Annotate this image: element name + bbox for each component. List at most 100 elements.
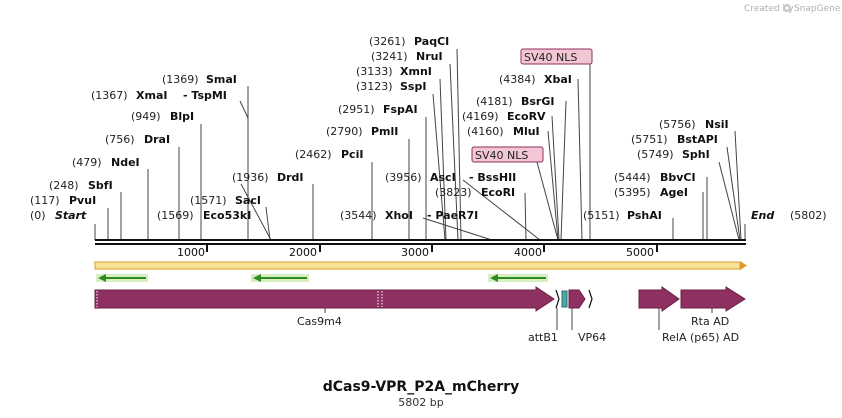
enzyme-name: SacI — [235, 194, 261, 207]
feature-vp64[interactable]: VP64 — [571, 308, 606, 344]
enzyme-name: EcoRI — [481, 186, 515, 199]
enzyme-name: SbfI — [88, 179, 113, 192]
enzyme-pos: (5151) — [583, 209, 620, 222]
ruler-tick-label: 5000 — [626, 246, 654, 259]
feature-cas9m4[interactable]: Cas9m4 — [94, 286, 555, 328]
ruler-tick-label: 1000 — [177, 246, 205, 259]
feature-label: Cas9m4 — [297, 315, 342, 328]
enzyme-name: SmaI — [206, 73, 237, 86]
enzyme-name: PshAI — [627, 209, 662, 222]
enzyme-name: SphI — [682, 148, 710, 161]
enzyme-pos: (1936) — [232, 171, 269, 184]
enzyme-line-asci — [462, 179, 541, 241]
enzyme-name: BstAPI — [677, 133, 718, 146]
enzyme-name: BlpI — [170, 110, 194, 123]
primer-arrow-left-icon[interactable] — [488, 274, 548, 282]
enzyme-name: XmaI — [136, 89, 167, 102]
orf-arrow[interactable] — [94, 261, 747, 270]
enzyme-pos: (2951) — [338, 103, 375, 116]
nls-label: SV40 NLS — [524, 51, 577, 64]
enzyme-name: EcoRV — [507, 110, 546, 123]
enzyme-pos: (2462) — [295, 148, 332, 161]
enzyme-line-bsrgi — [560, 100, 567, 241]
enzyme-pos: (949) — [131, 110, 161, 123]
enzyme-pos: (1369) — [162, 73, 199, 86]
enzyme-line-xmni — [439, 78, 447, 241]
enzyme-name: BsrGI — [521, 95, 554, 108]
enzyme-pos: (3956) — [385, 171, 422, 184]
enzyme-name: - TspMI — [183, 89, 227, 102]
enzyme-pos: (5749) — [637, 148, 674, 161]
enzyme-name: BbvCI — [660, 171, 696, 184]
enzyme-pos: (3123) — [356, 80, 393, 93]
enzyme-name: XbaI — [544, 73, 572, 86]
enzyme-pos: (4384) — [499, 73, 536, 86]
enzyme-name: End — [751, 209, 774, 222]
feature-label: RelA (p65) AD — [662, 331, 739, 344]
enzyme-pos: (1571) — [190, 194, 227, 207]
enzyme-pos: (1367) — [91, 89, 128, 102]
enzyme-name: PaqCI — [414, 35, 449, 48]
enzyme-pos: (5802) — [790, 209, 827, 222]
enzyme-name: AscI — [430, 171, 456, 184]
ruler: 1000 2000 3000 4000 5000 — [177, 244, 658, 259]
feature-rela-p65-ad[interactable]: RelA (p65) AD — [638, 286, 739, 344]
enzyme-pos: (5751) — [631, 133, 668, 146]
enzyme-pos: (0) — [30, 209, 46, 222]
enzyme-name: NsiI — [705, 118, 729, 131]
enzyme-pos: (756) — [105, 133, 135, 146]
enzyme-name: - BssHII — [469, 171, 516, 184]
enzyme-name: SspI — [400, 80, 426, 93]
enzyme-pos: (5395) — [614, 186, 651, 199]
enzyme-pos: (1569) — [157, 209, 194, 222]
enzyme-pos: (3241) — [371, 50, 408, 63]
enzyme-line-xmai — [239, 100, 249, 119]
enzyme-name: - PaeR7I — [427, 209, 478, 222]
enzyme-name: XmnI — [400, 65, 432, 78]
enzyme-name: NruI — [416, 50, 443, 63]
feature-label: Rta AD — [691, 315, 729, 328]
sequence-backbone — [95, 239, 746, 245]
plasmid-title: dCas9-VPR_P2A_mCherry — [323, 379, 520, 395]
primer-arrow-left-icon[interactable] — [96, 274, 148, 282]
enzyme-line-mlui — [547, 130, 559, 241]
nls-box[interactable]: SV40 NLS — [471, 146, 544, 163]
enzyme-name: DraI — [144, 133, 170, 146]
enzyme-line-xhoi — [422, 217, 493, 241]
feature-small-elements[interactable] — [555, 289, 593, 309]
enzyme-line-sphi — [718, 161, 740, 241]
enzyme-name: FspAI — [383, 103, 418, 116]
enzyme-line-saci — [240, 183, 272, 241]
plasmid-length: 5802 bp — [398, 396, 443, 409]
enzyme-line-eco53ki — [265, 206, 271, 241]
enzyme-line-nrui — [449, 63, 459, 241]
enzyme-pos: (3544) — [340, 209, 377, 222]
feature-rta-ad[interactable]: Rta AD — [680, 286, 746, 328]
enzyme-pos: (248) — [49, 179, 79, 192]
nls-box[interactable]: SV40 NLS — [520, 48, 593, 65]
enzyme-pos: (479) — [72, 156, 102, 169]
enzyme-line-sspi — [432, 93, 446, 241]
enzyme-line-xbai — [577, 78, 583, 241]
enzyme-site-lines — [94, 48, 746, 241]
enzyme-name: PvuI — [69, 194, 96, 207]
enzyme-line-bstapi — [726, 146, 741, 241]
enzyme-pos: (2790) — [326, 125, 363, 138]
enzyme-pos: (117) — [30, 194, 60, 207]
enzyme-line-paqci — [456, 48, 462, 241]
enzyme-pos: (4181) — [476, 95, 513, 108]
ruler-tick-label: 3000 — [401, 246, 429, 259]
primer-arrow-left-icon[interactable] — [251, 274, 309, 282]
ruler-tick-label: 4000 — [514, 246, 542, 259]
enzyme-pos: (3823) — [435, 186, 472, 199]
enzyme-line-ecori — [524, 192, 527, 241]
nls-line-1 — [536, 161, 559, 241]
enzyme-name: AgeI — [660, 186, 688, 199]
enzyme-line-nsii — [734, 130, 742, 241]
feature-label: attB1 — [528, 331, 558, 344]
feature-attb1[interactable]: attB1 — [528, 308, 558, 344]
enzyme-pos: (4160) — [467, 125, 504, 138]
enzyme-pos: (5756) — [659, 118, 696, 131]
credit-brand: SnapGene — [794, 4, 841, 14]
